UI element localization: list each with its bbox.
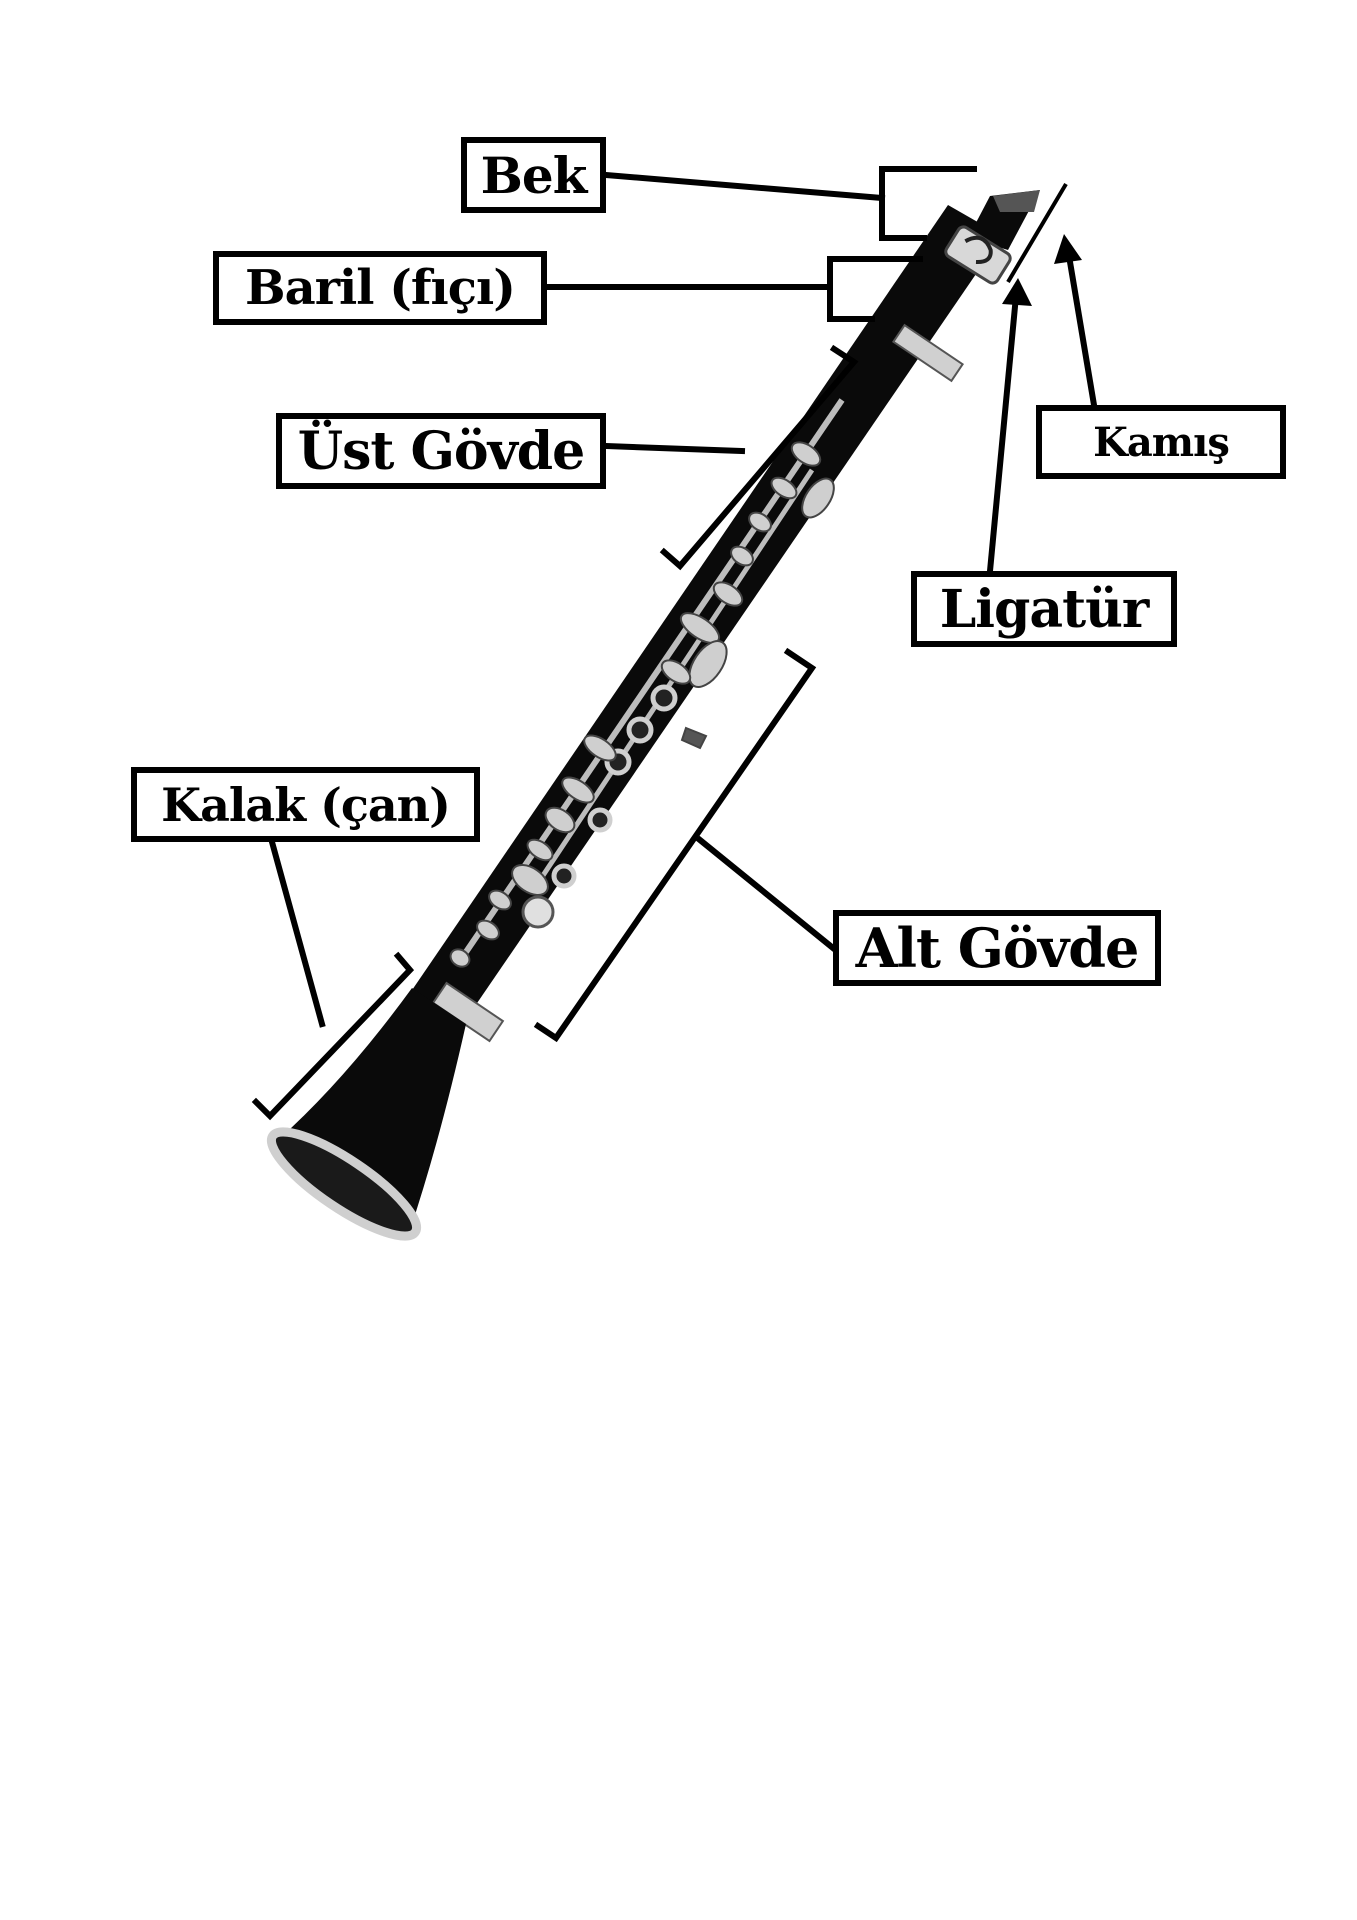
clarinet-keys xyxy=(449,398,845,968)
alt-govde-leader-line xyxy=(695,835,838,953)
ust-govde-leader-line xyxy=(602,442,746,455)
kamis-leader-line xyxy=(1064,246,1098,409)
clarinet-bell-rim xyxy=(266,1127,422,1241)
clarinet-reed xyxy=(1006,182,1068,284)
kamis-arrow-head xyxy=(1054,234,1082,264)
baril-bracket xyxy=(827,256,923,322)
label-bek: Bek xyxy=(461,137,606,213)
alt-govde-bracket xyxy=(533,647,817,1043)
label-alt-govde: Alt Gövde xyxy=(833,910,1161,986)
kalak-bracket xyxy=(251,951,415,1121)
bek-bracket xyxy=(879,166,977,241)
leader-lines xyxy=(251,166,1098,1121)
ligatur-leader-line xyxy=(986,292,1020,575)
clarinet-icon xyxy=(266,182,1068,1241)
bek-leader-line xyxy=(602,171,886,202)
arrow-heads xyxy=(1002,234,1082,306)
ligatur-arrow-head xyxy=(1002,278,1032,306)
label-baril: Baril (fıçı) xyxy=(213,251,547,325)
clarinet-mouthpiece-tip xyxy=(993,190,1040,212)
label-kalak: Kalak (çan) xyxy=(131,767,480,842)
label-ust-govde: Üst Gövde xyxy=(276,413,606,489)
label-kamis: Kamış xyxy=(1036,405,1286,479)
ust-govde-bracket xyxy=(659,344,859,571)
label-ligatur: Ligatür xyxy=(911,571,1177,647)
kalak-leader-line xyxy=(268,838,326,1028)
clarinet-barrel-ring xyxy=(892,323,964,383)
